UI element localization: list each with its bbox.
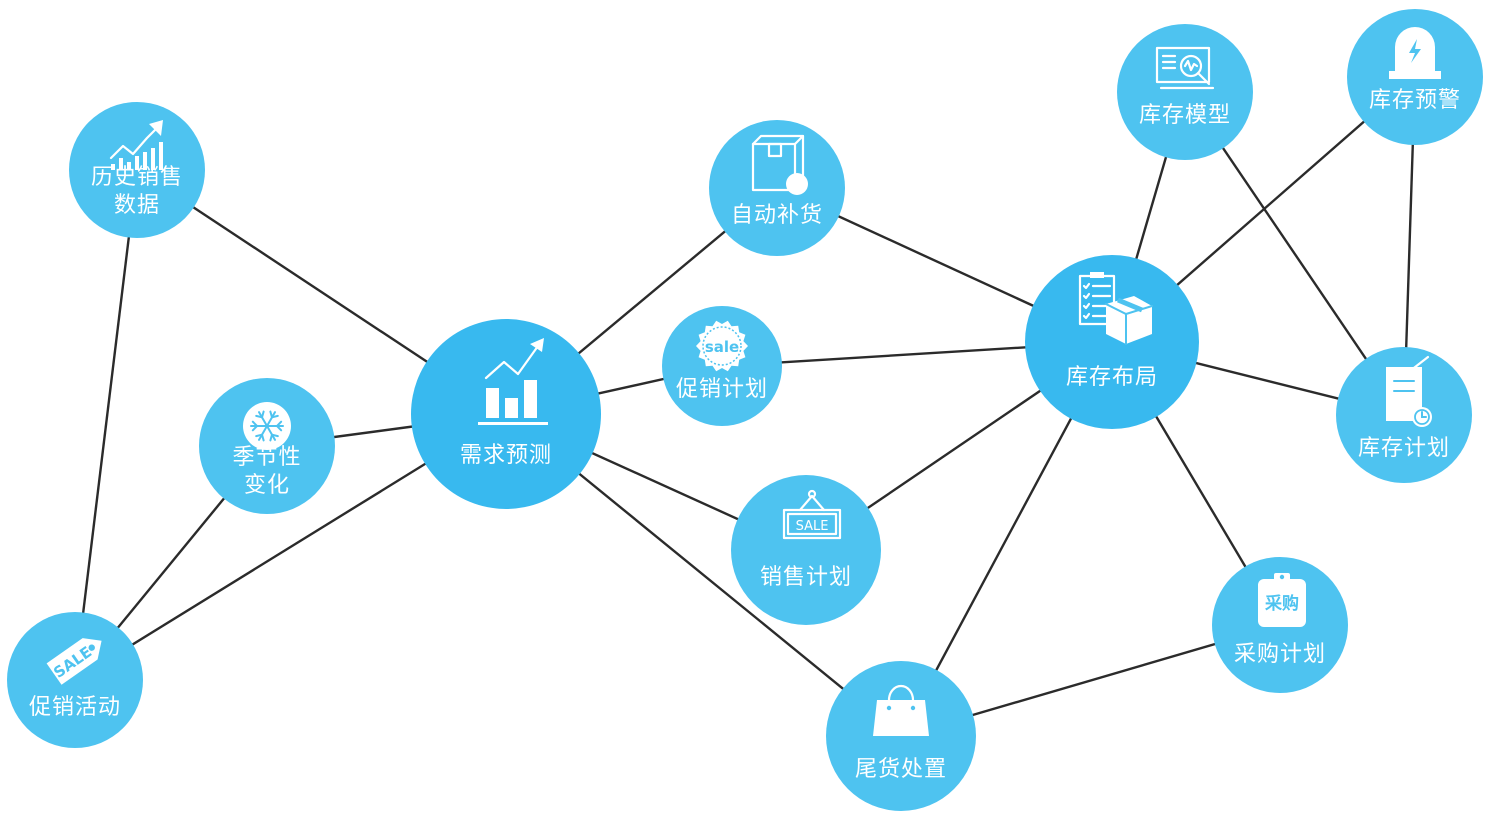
node-label: 采购计划 (1234, 642, 1326, 667)
node-circle (709, 120, 845, 256)
alarm-light-icon (1389, 27, 1441, 79)
monitor-search-icon (1155, 46, 1215, 90)
sale-badge-icon: sale (696, 320, 748, 372)
document-clock-icon (1386, 355, 1432, 427)
node-label: 自动补货 (731, 203, 823, 228)
node-label: 促销计划 (676, 377, 768, 402)
node-label: 历史销售 (91, 165, 183, 190)
link-history-promo_act (73, 169, 139, 681)
node-label: 库存布局 (1066, 365, 1158, 390)
node-clearance: 尾货处置 (826, 661, 976, 811)
box-icon (751, 134, 808, 195)
node-promo_plan: sale 促销计划 (662, 306, 782, 426)
node-model: 库存模型 (1117, 24, 1253, 160)
sale-sign-icon: SALE (782, 489, 842, 540)
purchase-clipboard-icon: 采购 (1258, 573, 1306, 627)
node-label: 库存预警 (1369, 88, 1461, 113)
node-label: 库存模型 (1139, 103, 1231, 128)
node-alert: 库存预警 (1347, 9, 1483, 145)
node-label: 需求预测 (460, 443, 552, 468)
svg-text:sale: sale (705, 338, 739, 356)
node-inv_plan: 库存计划 (1336, 347, 1472, 483)
node-label: 销售计划 (760, 565, 852, 590)
node-layout: 库存布局 (1025, 255, 1199, 429)
node-auto: 自动补货 (709, 120, 845, 256)
node-label: 数据 (114, 193, 160, 218)
checklist-box-icon (1078, 272, 1153, 345)
svg-text:采购: 采购 (1264, 593, 1299, 614)
node-label: 季节性 (232, 445, 301, 470)
node-label: 库存计划 (1358, 436, 1450, 461)
node-label: 尾货处置 (855, 757, 947, 782)
node-sales_plan: SALE 销售计划 (731, 475, 881, 625)
node-label: 促销活动 (29, 695, 121, 720)
node-circle (1117, 24, 1253, 160)
node-circle (7, 612, 143, 748)
snowflake-icon (243, 402, 291, 450)
node-label: 变化 (244, 473, 290, 498)
shopping-bag-icon (873, 684, 929, 736)
bar-chart-arrow-icon (478, 338, 548, 425)
node-circle (1025, 255, 1199, 429)
svg-text:SALE: SALE (796, 519, 829, 534)
node-circle (731, 475, 881, 625)
node-demand: 需求预测 (411, 319, 601, 509)
growth-chart-icon (109, 120, 163, 170)
